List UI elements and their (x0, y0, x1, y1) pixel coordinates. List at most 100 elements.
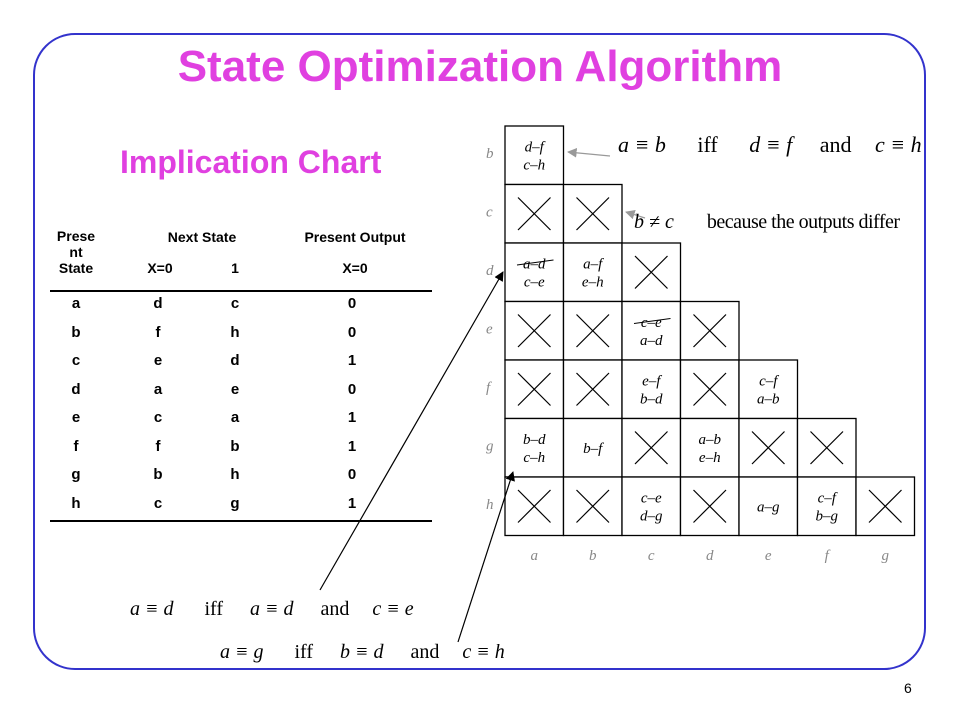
cross-mark (576, 197, 610, 231)
table-cell-out: 0 (347, 323, 357, 341)
implied-pair: c–h (523, 157, 545, 173)
cross-mark (576, 372, 610, 406)
chart-cell-incompatible (562, 300, 623, 361)
chart-row-label: g (486, 439, 494, 455)
table-cell-x0: f (155, 437, 161, 455)
table-cell-x1: a (230, 409, 240, 426)
chart-col-label: a (531, 548, 539, 564)
cross-mark (693, 314, 727, 348)
chart-col-label: g (882, 548, 890, 564)
cross-mark (576, 314, 610, 348)
chart-row-label: e (486, 322, 493, 338)
chart-cell-implied: d–f c–h (504, 125, 565, 186)
table-cell-x1: c (230, 295, 240, 312)
slide-title: State Optimization Algorithm (177, 42, 783, 91)
header-present-state: Prese nt State (56, 228, 96, 276)
cross-mark (517, 372, 551, 406)
implied-pair: d–g (640, 508, 663, 524)
table-cell-out: 1 (347, 352, 357, 369)
chart-cell-incompatible (562, 183, 623, 244)
table-cell-out: 1 (347, 409, 357, 426)
chart-cell-incompatible (679, 300, 740, 361)
header-next-state: Next State (167, 229, 237, 245)
table-cell-x0: b (153, 466, 163, 483)
table-cell-x1: h (230, 466, 240, 483)
chart-cell-incompatible (504, 300, 565, 361)
cross-mark (751, 431, 785, 465)
table-cell-x1: b (230, 437, 240, 455)
chart-cell-implied: b–d c–h (504, 417, 565, 478)
implied-pair: e–h (699, 450, 721, 466)
implied-pair: b–d (640, 391, 663, 407)
cross-mark (576, 489, 610, 523)
table-cell-state: d (71, 380, 81, 398)
chart-cell-incompatible (679, 476, 740, 537)
cross-mark (517, 489, 551, 523)
chart-cell-implied: e–f b–d (621, 359, 682, 420)
chart-cell-implied: c–fb–g (796, 476, 857, 537)
annotation-a-equiv-g: a ≡ g iff b ≡ d and c ≡ h (220, 641, 505, 663)
table-cell-x0: a (153, 380, 163, 398)
chart-col-label: b (589, 548, 597, 564)
implied-pair: b–d (523, 432, 546, 448)
table-cell-x1: h (230, 323, 240, 341)
table-cell-state: b (71, 323, 81, 341)
subheader-output-x0: X=0 (342, 260, 368, 276)
chart-cell-incompatible (504, 183, 565, 244)
chart-cell-incompatible (562, 359, 623, 420)
implied-pair: d–f (525, 139, 546, 155)
implied-pair: a–b (699, 432, 722, 448)
chart-row-label: c (486, 205, 493, 221)
table-cell-x0: c (153, 409, 163, 426)
table-cell-out: 1 (347, 437, 357, 455)
cross-mark (634, 431, 668, 465)
table-cell-state: h (71, 494, 81, 512)
chart-cell-incompatible (855, 476, 916, 537)
table-bottom-rule (50, 520, 432, 522)
subheader-next-x0: X=0 (147, 260, 173, 276)
table-cell-state: f (73, 437, 79, 455)
annotation-a-equiv-d: a ≡ d iff a ≡ d and c ≡ e (130, 598, 414, 620)
cross-mark (810, 431, 844, 465)
implied-pair: c–e (641, 315, 662, 331)
chart-cell-incompatible (504, 359, 565, 420)
annotation-a-equiv-b: a ≡ b iff d ≡ f and c ≡ h (618, 132, 922, 157)
table-cell-x1: g (230, 494, 240, 512)
chart-cell-implied: a–dc–e (504, 242, 565, 303)
header-present-output: Present Output (304, 229, 406, 245)
subheader-next-x1: 1 (231, 260, 239, 276)
annotation-b-not-c: b ≠ c because the outputs differ (634, 211, 900, 233)
chart-cell-implied: a–g (738, 476, 799, 537)
chart-col-label: e (765, 548, 772, 564)
implied-pair: c–f (759, 373, 779, 389)
strike-mark (516, 259, 554, 266)
chart-cell-implied: a–fe–h (562, 242, 623, 303)
implied-pair: c–h (523, 450, 545, 466)
strike-mark (633, 318, 671, 324)
implied-pair: c–e (641, 490, 662, 506)
chart-cell-incompatible (562, 476, 623, 537)
table-cell-out: 0 (347, 380, 357, 398)
chart-row-label: h (486, 497, 494, 513)
chart-row-label: f (486, 380, 492, 396)
chart-cell-implied: c–ea–d (621, 300, 682, 361)
chart-cell-implied: b–f (562, 417, 623, 478)
page-number: 6 (904, 680, 912, 696)
table-cell-x0: f (155, 323, 161, 341)
chart-cell-incompatible (679, 359, 740, 420)
slide-frame (33, 33, 926, 670)
table-cell-x0: c (153, 494, 163, 512)
cross-mark (693, 372, 727, 406)
cross-mark (517, 197, 551, 231)
table-header-rule (50, 290, 432, 292)
chart-cell-implied: c–e d–g (621, 476, 682, 537)
implied-pair: e–h (582, 274, 604, 290)
table-cell-x1: e (230, 380, 240, 398)
implied-pair: a–b (757, 391, 780, 407)
cross-mark (634, 255, 668, 289)
cross-mark (693, 489, 727, 523)
implied-pair: e–f (642, 373, 662, 389)
arrow-ad (319, 271, 504, 591)
table-cell-out: 1 (347, 494, 357, 512)
